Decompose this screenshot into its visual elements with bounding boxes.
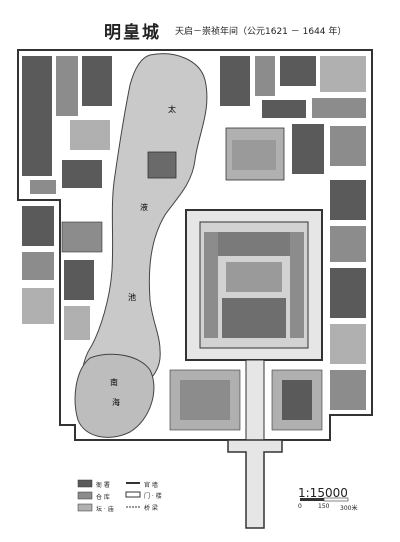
legend-label-dark: 衙 署: [96, 482, 110, 489]
legend-label-wall: 官 墙: [144, 482, 158, 489]
scale-tick-150: 150: [318, 503, 330, 510]
palace-east: [290, 232, 304, 338]
palace-core-1: [218, 232, 290, 256]
map-subtitle: 天启－崇祯年间（公元1621 － 1644 年）: [175, 27, 347, 37]
lake-label-south: 南: [110, 377, 118, 387]
legend: [77, 479, 141, 512]
legend-swatch-dark: [77, 479, 93, 488]
palace-core-3: [222, 298, 286, 338]
legend-swatch-mid: [77, 491, 93, 500]
south-axis-road: [245, 359, 265, 441]
east-blocks: [330, 180, 366, 410]
lake-label-upper: 太: [168, 104, 176, 114]
legend-label-bridge: 桥 梁: [144, 505, 158, 512]
scale-tick-0: 0: [298, 503, 302, 510]
scale-bar: [300, 497, 349, 502]
west-blocks: [22, 206, 103, 340]
legend-swatch-light: [77, 503, 93, 512]
palace-west: [204, 232, 218, 338]
palace-core-2: [226, 262, 282, 292]
north-west-blocks: [22, 56, 112, 194]
tianan-gate-approach: [227, 439, 283, 529]
north-east-blocks: [220, 56, 366, 181]
imperial-city-wall: [17, 49, 373, 441]
lake-label-lower: 池: [128, 292, 136, 302]
south-lake: [74, 353, 155, 438]
lake-label-mid: 液: [140, 202, 148, 212]
legend-label-light: 坛 · 庙: [96, 506, 114, 513]
map-title: 明皇城: [104, 23, 161, 43]
legend-swatch-gate: [125, 491, 141, 498]
scale-ratio: 1:15000: [298, 486, 348, 500]
legend-label-gate: 门 · 楼: [144, 493, 162, 500]
lake-label-south2: 海: [112, 397, 120, 407]
scale-tick-300: 300米: [340, 505, 358, 512]
legend-label-mid: 仓 库: [96, 494, 110, 501]
south-blocks: [169, 369, 323, 431]
lake-island: [147, 151, 177, 179]
